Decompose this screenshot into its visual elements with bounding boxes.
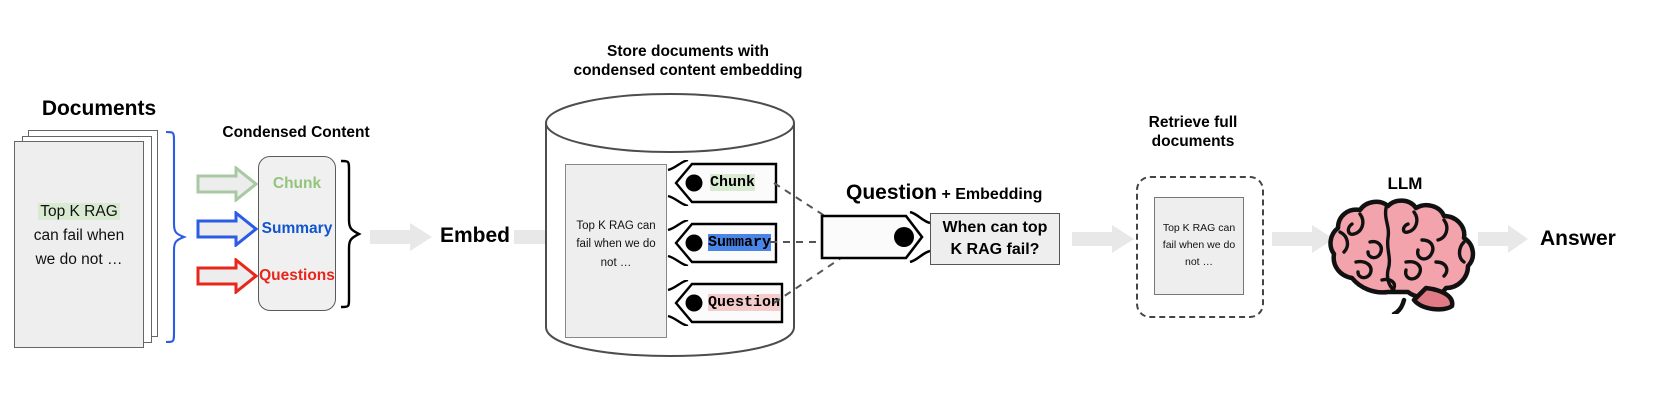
embed-label: Embed bbox=[440, 224, 511, 247]
document-page-front: Top K RAG can fail when we do not … bbox=[14, 141, 144, 348]
tag-summary-text: Summary bbox=[708, 234, 772, 251]
condensed-content-brace bbox=[340, 159, 362, 309]
document-text-line2: can fail when bbox=[33, 227, 125, 245]
store-heading-line1: Store documents with bbox=[607, 43, 769, 60]
query-title-strong: Question bbox=[846, 181, 938, 204]
tag-summary: Summary bbox=[666, 218, 778, 271]
condensed-item-questions: Questions bbox=[259, 267, 335, 284]
query-box-line2: K RAG fail? bbox=[950, 241, 1040, 258]
arrow-query-to-retrieve bbox=[1072, 225, 1134, 253]
query-title: Question + Embedding bbox=[846, 181, 1042, 205]
store-doc-line3: not … bbox=[600, 256, 632, 269]
condensed-content-heading: Condensed Content bbox=[222, 124, 370, 141]
query-text-box: When can top K RAG fail? bbox=[930, 213, 1060, 265]
tag-question: Question bbox=[666, 278, 784, 331]
retrieve-heading-line1: Retrieve full bbox=[1148, 114, 1238, 131]
arrow-summary-blue bbox=[196, 211, 258, 247]
documents-brace bbox=[165, 130, 187, 344]
retrieved-doc-line3: not … bbox=[1184, 255, 1213, 268]
retrieve-heading-line2: documents bbox=[1151, 133, 1235, 151]
tag-chunk-text: Chunk bbox=[710, 174, 756, 191]
answer-label: Answer bbox=[1540, 227, 1616, 250]
retrieved-doc-line2: fail when we do bbox=[1162, 238, 1236, 251]
document-highlight-topkrag: Top K RAG bbox=[38, 203, 120, 220]
store-heading-line2: condensed content embedding bbox=[573, 62, 803, 80]
store-inner-document: Top K RAG can fail when we do not … bbox=[565, 164, 667, 338]
llm-heading: LLM bbox=[1387, 174, 1423, 193]
document-text-line3: we do not … bbox=[35, 251, 123, 269]
store-doc-line2: fail when we do bbox=[576, 238, 656, 251]
tag-chunk: Chunk bbox=[666, 158, 778, 211]
arrow-retrieve-to-llm bbox=[1272, 225, 1334, 253]
condensed-item-summary: Summary bbox=[261, 220, 333, 237]
retrieved-document: Top K RAG can fail when we do not … bbox=[1154, 197, 1244, 295]
query-tag bbox=[820, 210, 932, 268]
condensed-content-box: Chunk Summary Questions bbox=[258, 156, 336, 311]
tag-question-text: Question bbox=[708, 294, 781, 311]
retrieved-doc-line1: Top K RAG can bbox=[1162, 222, 1236, 234]
arrow-questions-red bbox=[196, 258, 258, 294]
query-title-rest: + Embedding bbox=[937, 186, 1043, 203]
arrow-llm-to-answer bbox=[1478, 225, 1528, 253]
documents-heading: Documents bbox=[41, 97, 157, 120]
arrow-to-embed bbox=[370, 223, 432, 251]
query-box-line1: When can top bbox=[942, 219, 1048, 237]
brain-icon bbox=[1328, 198, 1476, 314]
store-doc-line1: Top K RAG can bbox=[576, 220, 656, 232]
retrieve-heading: Retrieve full documents bbox=[1118, 113, 1268, 152]
retrieve-dashed-container bbox=[1136, 176, 1264, 318]
store-heading: Store documents with condensed content e… bbox=[558, 42, 818, 81]
condensed-item-chunk: Chunk bbox=[272, 175, 322, 192]
arrow-chunk-green bbox=[196, 166, 258, 202]
